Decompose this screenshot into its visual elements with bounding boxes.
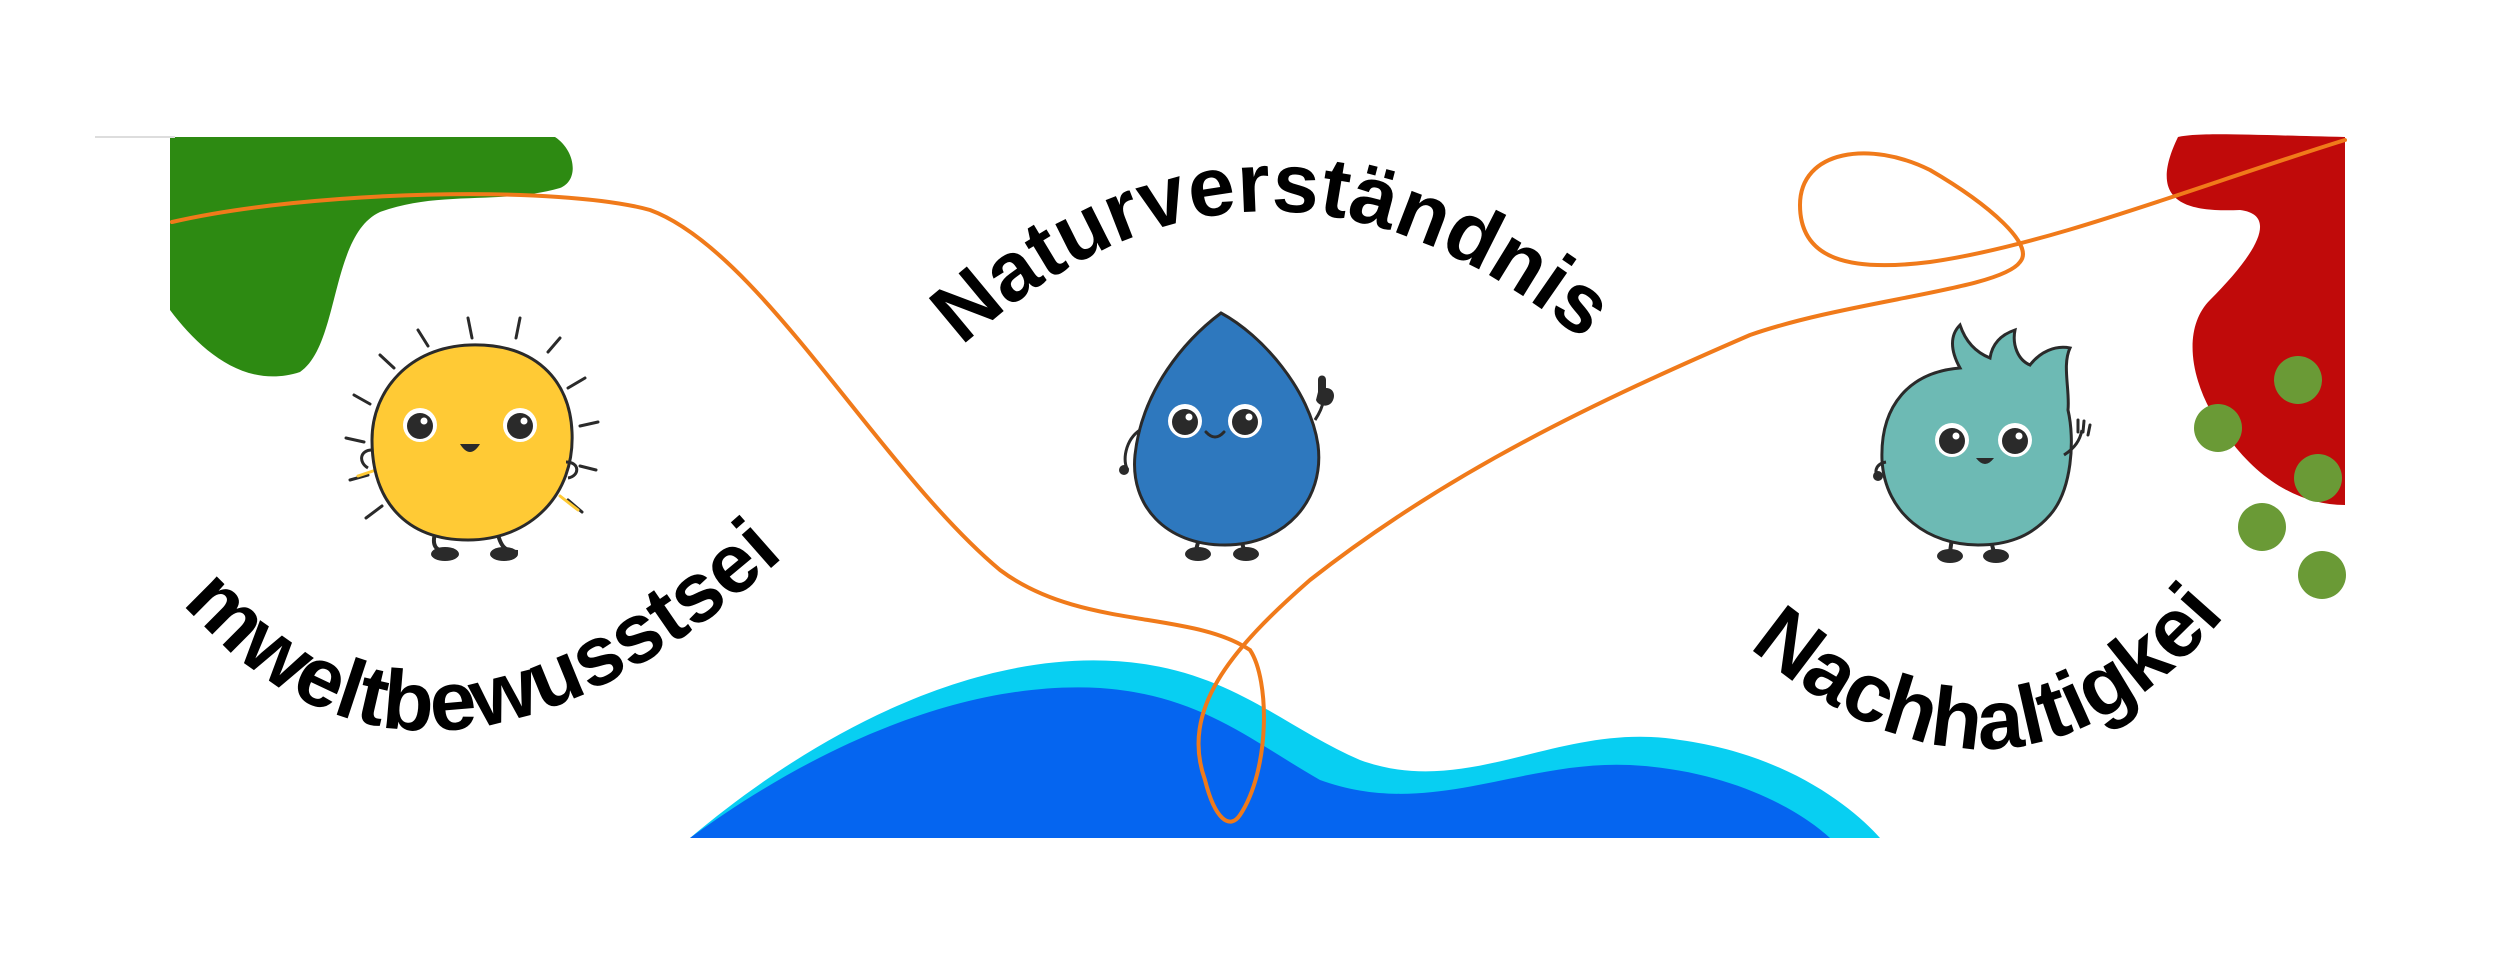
word-center: Naturverständnis — [913, 135, 1630, 360]
sun-character-icon — [344, 316, 600, 561]
orange-line-path — [170, 138, 2347, 824]
red-blob-shape — [2166, 134, 2345, 505]
water-drop-character-icon — [1119, 311, 1334, 561]
leaf-character-icon — [1873, 322, 2092, 563]
word-center-text: Naturverständnis — [913, 135, 1630, 360]
green-dots-decoration — [2194, 356, 2346, 599]
green-blob-shape — [170, 137, 573, 377]
